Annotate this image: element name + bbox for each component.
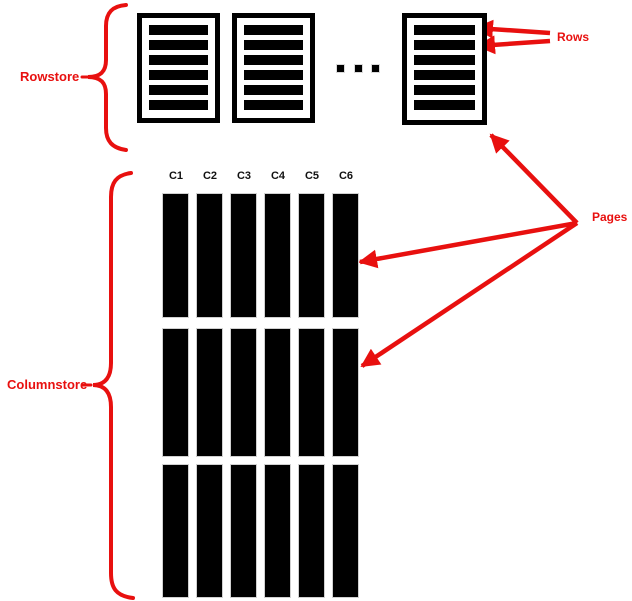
row-bar <box>244 100 303 110</box>
row-bar <box>244 40 303 50</box>
column-segment-bar <box>196 328 223 457</box>
column-segment-bar <box>230 464 257 598</box>
column-header: C6 <box>338 170 354 182</box>
column-segment-bar <box>196 464 223 598</box>
rows-arrow-icon <box>476 35 551 55</box>
column-segment-bar <box>298 464 325 598</box>
pages-arrow-icon <box>358 220 578 269</box>
columnstore-label: Columnstore <box>7 377 88 392</box>
row-bar <box>149 55 208 65</box>
row-bar <box>149 100 208 110</box>
column-segment-bar <box>230 193 257 318</box>
row-bar <box>149 70 208 80</box>
column-header: C4 <box>270 170 286 182</box>
page <box>402 13 487 125</box>
column-segment-bar <box>230 328 257 457</box>
column-segment-bar <box>332 328 359 457</box>
row-bar <box>414 85 475 95</box>
row-bar <box>414 100 475 110</box>
rows-label: Rows <box>557 30 590 44</box>
row-bar <box>149 85 208 95</box>
column-segment-bar <box>196 193 223 318</box>
pages-arrow-icon <box>489 133 579 225</box>
row-bar <box>244 85 303 95</box>
column-header: C2 <box>202 170 218 182</box>
column-header: C5 <box>304 170 320 182</box>
column-segment-bar <box>162 328 189 457</box>
pages-label: Pages <box>592 210 628 224</box>
column-segment-bar <box>264 193 291 318</box>
page <box>232 13 315 123</box>
row-bar <box>149 25 208 35</box>
row-bar <box>414 40 475 50</box>
page <box>137 13 220 123</box>
column-segment-bar <box>332 464 359 598</box>
column-segment-bar <box>298 193 325 318</box>
ellipsis-dot-icon <box>371 64 380 73</box>
rowstore-brace-icon <box>87 3 128 152</box>
column-segment-bar <box>298 328 325 457</box>
rows-arrow-icon <box>474 19 551 39</box>
columnstore-brace-icon <box>92 171 135 600</box>
ellipsis-dot-icon <box>336 64 345 73</box>
column-header: C1 <box>168 170 184 182</box>
column-segment-bar <box>162 464 189 598</box>
column-header: C3 <box>236 170 252 182</box>
column-segment-bar <box>332 193 359 318</box>
column-segment-bar <box>264 328 291 457</box>
column-segment-bar <box>264 464 291 598</box>
pages-arrow-icon <box>360 221 579 368</box>
row-bar <box>149 40 208 50</box>
column-segment-bar <box>162 193 189 318</box>
row-bar <box>244 70 303 80</box>
row-bar <box>414 70 475 80</box>
row-bar <box>244 25 303 35</box>
row-bar <box>244 55 303 65</box>
rowstore-label: Rowstore <box>20 69 80 84</box>
row-bar <box>414 25 475 35</box>
row-bar <box>414 55 475 65</box>
ellipsis-dot-icon <box>354 64 363 73</box>
